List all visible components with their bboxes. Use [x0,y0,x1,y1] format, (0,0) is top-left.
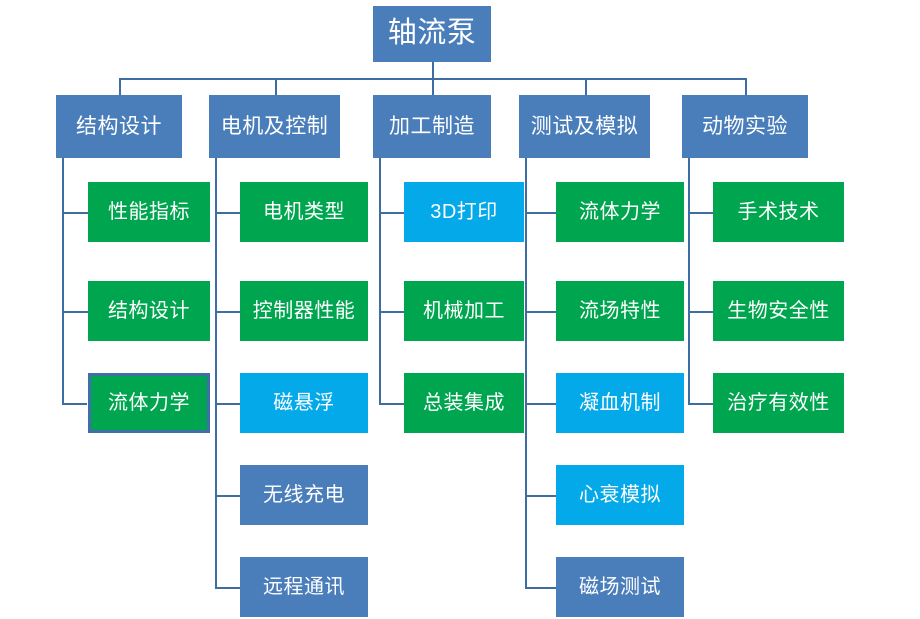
leaf-node-1-1[interactable]: 性能指标 [88,182,210,242]
branch-node-2[interactable]: 电机及控制 [209,95,340,158]
leaf-node-5-3[interactable]: 治疗有效性 [713,373,844,433]
connector-stub-4-3 [525,403,556,405]
connector-branch-drop-2 [275,78,277,95]
leaf-node-3-1[interactable]: 3D打印 [404,182,524,242]
leaf-node-2-3[interactable]: 磁悬浮 [240,373,368,433]
branch-node-1[interactable]: 结构设计 [56,95,182,158]
branch-node-5[interactable]: 动物实验 [682,95,808,158]
connector-stub-5-3 [688,403,713,405]
connector-stub-2-2 [215,311,240,313]
connector-stub-2-5 [215,587,240,589]
connector-stub-5-1 [688,212,713,214]
connector-stub-1-3 [62,403,88,405]
connector-branch-drop-1 [119,78,121,95]
leaf-node-1-2[interactable]: 结构设计 [88,281,210,341]
connector-branch-drop-3 [432,78,434,95]
connector-stub-5-2 [688,311,713,313]
leaf-node-4-1[interactable]: 流体力学 [556,182,684,242]
connector-stub-3-3 [379,403,404,405]
connector-spine-4 [525,158,527,587]
leaf-node-3-2[interactable]: 机械加工 [404,281,524,341]
leaf-node-3-3[interactable]: 总装集成 [404,373,524,433]
leaf-node-1-3[interactable]: 流体力学 [87,372,211,434]
leaf-node-2-4[interactable]: 无线充电 [240,465,368,525]
branch-node-3[interactable]: 加工制造 [373,95,491,158]
connector-spine-2 [215,158,217,587]
leaf-node-5-2[interactable]: 生物安全性 [713,281,844,341]
connector-root-drop [432,62,434,78]
leaf-node-4-5[interactable]: 磁场测试 [556,557,684,617]
branch-node-4[interactable]: 测试及模拟 [519,95,650,158]
connector-stub-4-2 [525,311,556,313]
connector-spine-1 [62,158,64,403]
connector-stub-3-2 [379,311,404,313]
leaf-node-2-2[interactable]: 控制器性能 [240,281,368,341]
leaf-node-4-4[interactable]: 心衰模拟 [556,465,684,525]
connector-stub-2-1 [215,212,240,214]
connector-stub-2-3 [215,403,240,405]
connector-stub-1-2 [62,311,88,313]
connector-stub-4-1 [525,212,556,214]
leaf-node-2-5[interactable]: 远程通讯 [240,557,368,617]
connector-stub-4-4 [525,495,556,497]
leaf-node-4-2[interactable]: 流场特性 [556,281,684,341]
root-node[interactable]: 轴流泵 [373,6,491,62]
connector-branch-drop-4 [585,78,587,95]
connector-stub-1-1 [62,212,88,214]
leaf-node-2-1[interactable]: 电机类型 [240,182,368,242]
leaf-node-4-3[interactable]: 凝血机制 [556,373,684,433]
connector-spine-3 [379,158,381,403]
connector-stub-3-1 [379,212,404,214]
leaf-node-5-1[interactable]: 手术技术 [713,182,844,242]
connector-stub-2-4 [215,495,240,497]
connector-branch-drop-5 [745,78,747,95]
connector-stub-4-5 [525,587,556,589]
connector-spine-5 [688,158,690,403]
